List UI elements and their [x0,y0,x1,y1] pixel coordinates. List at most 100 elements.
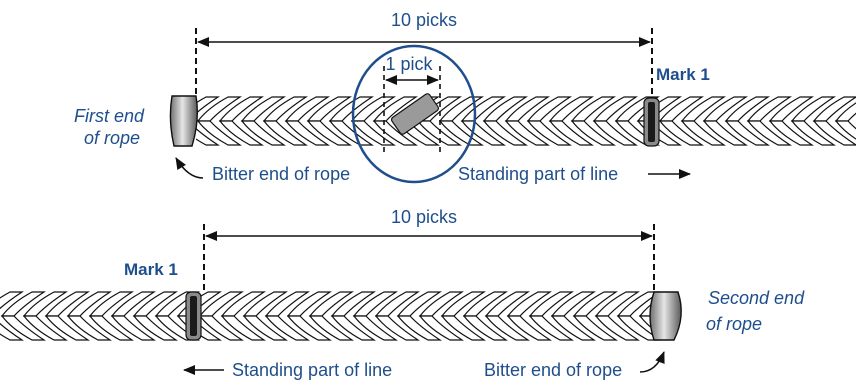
braid-strand [240,120,286,146]
top-bitter-end-curved-arrow [175,157,204,179]
braid-strand [88,315,134,341]
braid-strand [768,96,814,122]
braid-strand [724,120,770,146]
braid-strand [396,315,442,341]
braid-strand [220,315,266,341]
braid-strand [702,96,748,122]
braid-strand [0,291,46,317]
braid-strand [88,291,134,317]
braid-strand [286,291,332,317]
braid-strand [702,120,748,146]
braid-strand [240,96,286,122]
bottom-bitter-end-curved-arrow [639,351,665,373]
braid-strand [548,96,594,122]
braid-strand [198,291,244,317]
braid-strand [242,315,288,341]
braid-strand [438,96,484,122]
braid-strand [550,291,596,317]
braid-strand [22,315,68,341]
braid-strand [594,315,640,341]
braid-strand [66,315,112,341]
top-highlighted-strand [391,93,439,135]
braid-strand [680,96,726,122]
braid-strand [286,315,332,341]
braid-strand [352,291,398,317]
braid-strand [132,291,178,317]
braid-strand [768,120,814,146]
braid-strand [460,96,506,122]
braid-strand [812,96,856,122]
top-bitter-end-label: Bitter end of rope [212,164,350,184]
braid-strand [528,291,574,317]
braid-strand [218,120,264,146]
top-1-pick-label: 1 pick [385,54,433,74]
braid-strand [396,291,442,317]
braid-strand [196,120,242,146]
bottom-bitter-end-label: Bitter end of rope [484,360,622,380]
braid-strand [242,291,288,317]
braid-strand [328,120,374,146]
braid-strand [482,96,528,122]
braid-strand [220,291,266,317]
bottom-mark-1-band [185,291,202,341]
braid-strand [790,96,836,122]
braid-strand [66,291,112,317]
braid-strand [812,120,856,146]
braid-strand [790,120,836,146]
braid-strand [484,291,530,317]
braid-strand [526,120,572,146]
top-braid-pattern [196,96,856,146]
bottom-standing-part-label: Standing part of line [232,360,392,380]
braid-strand [592,120,638,146]
braid-strand [352,315,398,341]
braid-strand [262,96,308,122]
bottom-diagram: 10 picks Mark 1 Second end of rope Stand… [0,207,805,380]
braid-strand [196,96,242,122]
braid-strand [110,291,156,317]
braid-strand [44,315,90,341]
braid-strand [218,96,264,122]
braid-strand [594,291,640,317]
braid-strand [572,291,618,317]
braid-strand [262,120,308,146]
bottom-braid-pattern [0,291,660,341]
braid-strand [528,315,574,341]
braid-strand [440,315,486,341]
braid-strand [306,96,352,122]
top-mark-1-band [643,97,660,147]
top-standing-part-label: Standing part of line [458,164,618,184]
braid-strand [506,291,552,317]
braid-strand [308,315,354,341]
braid-strand [284,120,330,146]
braid-strand [462,315,508,341]
braid-strand [526,96,572,122]
braid-strand [506,315,552,341]
bottom-second-end-label-line2: of rope [706,314,762,334]
braid-strand [440,291,486,317]
top-diagram: 10 picks 1 pick Mark 1 First end of rope… [74,10,856,184]
braid-strand [0,322,24,341]
braid-strand [22,291,68,317]
top-first-end-label-line2: of rope [84,128,140,148]
bottom-rope [0,291,660,341]
braid-strand [418,315,464,341]
braid-strand [746,96,792,122]
braid-strand [746,120,792,146]
braid-strand [570,120,616,146]
bottom-second-end-whipping [649,291,682,341]
braid-strand [374,315,420,341]
braid-strand [44,291,90,317]
top-rope [196,93,856,146]
braid-strand [550,315,596,341]
top-first-end-label-line1: First end [74,106,145,126]
braid-strand [264,291,310,317]
braid-strand [330,291,376,317]
braid-strand [462,291,508,317]
braid-strand [504,96,550,122]
braid-strand [570,96,616,122]
braid-strand [196,127,220,146]
braid-strand [724,96,770,122]
braid-strand [658,96,704,122]
top-10-picks-label: 10 picks [391,10,457,30]
